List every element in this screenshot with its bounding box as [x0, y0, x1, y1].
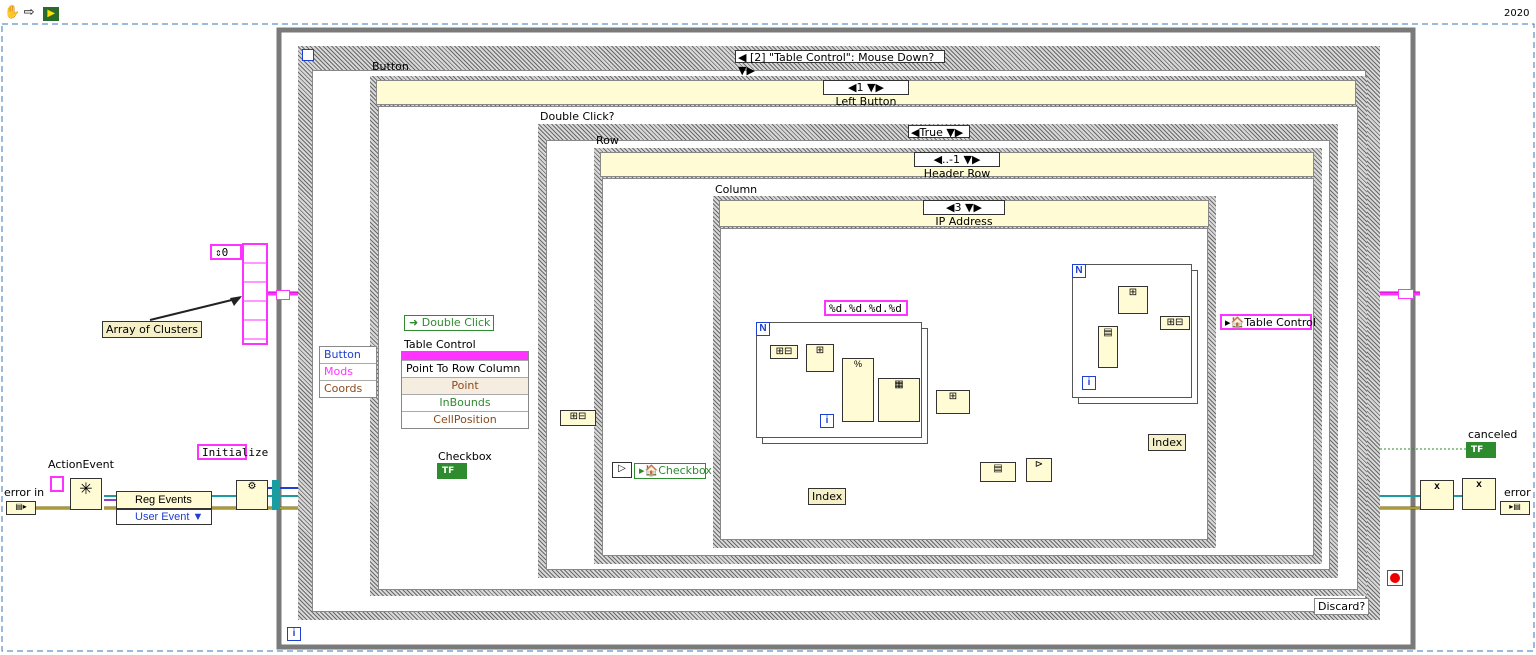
user-event-item: User Event ▼	[116, 509, 212, 525]
table-control-invoke-node[interactable]: Point To Row Column Point InBounds CellP…	[401, 351, 529, 429]
version-label: 2020	[1504, 8, 1530, 19]
table-control-title: Table Control	[404, 338, 476, 351]
create-user-event-node[interactable]: ✳	[70, 478, 102, 510]
for-loop-2-count: N	[1072, 264, 1086, 278]
canceled-indicator[interactable]: TF	[1466, 442, 1496, 458]
decrement-icon[interactable]: ◀	[738, 51, 747, 64]
array-of-clusters-constant[interactable]	[242, 243, 268, 345]
button-case-label: Button	[372, 60, 409, 73]
double-click-indicator[interactable]: ➜ Double Click	[404, 315, 494, 331]
event-data-node[interactable]: Button Mods Coords	[319, 346, 377, 398]
event-icon: ✳	[79, 481, 93, 498]
checkbox-label: Checkbox	[438, 450, 492, 463]
button-case-selector[interactable]: ◀1 ▼▶	[823, 80, 909, 95]
unbundle-cellposition-node[interactable]: ⊞⊟	[560, 410, 596, 426]
reg-events-title: Reg Events	[116, 491, 212, 509]
point-to-row-column-method: Point To Row Column	[402, 361, 528, 378]
unbundle-node[interactable]: ⊞	[806, 344, 834, 372]
error-in-control[interactable]: ▤▸	[6, 501, 36, 515]
ip-address-header: ◀3 ▼▶ IP Address	[719, 200, 1209, 228]
for-loop-1-count: N	[756, 322, 770, 336]
action-event-label: ActionEvent	[48, 458, 114, 471]
arrow-icon[interactable]: ⇨	[23, 4, 35, 19]
array-tunnel-left	[276, 290, 290, 300]
hand-icon[interactable]: ✋	[4, 4, 21, 19]
row-case-label: Row	[596, 134, 619, 147]
loop-iteration-terminal: i	[287, 627, 301, 641]
string-array-node[interactable]: ▤	[1098, 326, 1118, 368]
point-input: Point	[402, 378, 528, 395]
checkbox-control[interactable]: TF	[437, 463, 467, 479]
left-button-header: ◀1 ▼▶ Left Button	[376, 80, 1356, 108]
action-event-constant[interactable]	[50, 476, 64, 492]
index-label-1: Index	[808, 488, 847, 505]
event-case-selector[interactable]: ◀ [2] "Table Control": Mouse Down? ▼▶	[735, 50, 945, 77]
destroy-user-event-node[interactable]: x	[1462, 478, 1496, 510]
error-out-indicator[interactable]: ▸▤	[1500, 501, 1530, 515]
column-case-label: Column	[715, 183, 758, 196]
timeout-icon	[302, 49, 314, 61]
canceled-label: canceled	[1468, 428, 1518, 441]
unregister-events-node[interactable]: x	[1420, 480, 1454, 510]
generate-user-event-node[interactable]: ⚙	[236, 480, 268, 510]
left-shift-register	[272, 480, 280, 510]
dropdown-icon[interactable]: ▼▶	[738, 64, 755, 77]
not-node[interactable]: ▷	[612, 462, 632, 478]
header-row-header: ◀..-1 ▼▶ Header Row	[600, 152, 1314, 180]
format-into-string-node[interactable]: %	[842, 358, 874, 422]
for-loop-2-iteration: i	[1082, 376, 1096, 390]
build-array-node[interactable]: ⊞⊟	[1160, 316, 1190, 330]
for-loop-1-iteration: i	[820, 414, 834, 428]
double-click-selector[interactable]: ◀True ▼▶	[908, 125, 970, 139]
table-control-refnum-bar	[402, 352, 528, 361]
replace-array-subset-node[interactable]: ⊞	[936, 390, 970, 414]
array-subset-node[interactable]: ▤	[980, 462, 1016, 482]
toolbar: ✋ ⇨ ▶	[4, 4, 60, 21]
stop-button[interactable]	[1387, 570, 1403, 586]
array-index-display[interactable]: ⇕0	[210, 244, 242, 260]
event-data-button: Button	[320, 347, 376, 364]
column-case-selector[interactable]: ◀3 ▼▶	[923, 200, 1005, 215]
error-out-label: error	[1504, 486, 1531, 499]
run-vi-icon[interactable]: ▶	[43, 7, 60, 21]
format-string-constant[interactable]: %d.%d.%d.%d	[824, 300, 908, 316]
initialize-constant[interactable]: Initialize	[197, 444, 268, 460]
double-click-case-label: Double Click?	[540, 110, 615, 123]
event-data-mods: Mods	[320, 364, 376, 381]
row-case-selector[interactable]: ◀..-1 ▼▶	[914, 152, 1000, 167]
event-data-coords: Coords	[324, 382, 363, 395]
register-events-node[interactable]: Reg Events User Event ▼	[116, 491, 212, 527]
table-control-local-variable[interactable]: ▸🏠Table Control	[1220, 314, 1316, 330]
replace-subset-node[interactable]: ⊞	[1118, 286, 1148, 314]
index-array-node[interactable]: ⊞⊟	[770, 345, 798, 359]
array-label: Array of Clusters	[102, 321, 202, 338]
array-shift-register-right	[1398, 289, 1414, 299]
index-label-2: Index	[1148, 434, 1187, 451]
checkbox-local-variable[interactable]: ▸🏠Checkbox	[634, 463, 712, 479]
array-build-node[interactable]: ▦	[878, 378, 920, 422]
discard-label: Discard?	[1314, 598, 1370, 615]
select-node[interactable]: ⊳	[1026, 458, 1052, 482]
error-in-label: error in	[4, 486, 45, 499]
inbounds-output: InBounds	[402, 395, 528, 412]
cellposition-output: CellPosition	[433, 413, 497, 426]
